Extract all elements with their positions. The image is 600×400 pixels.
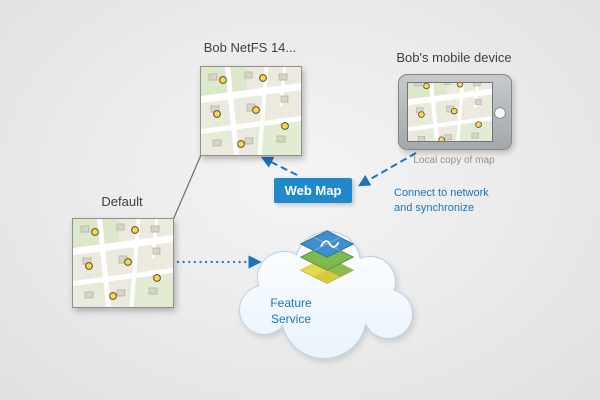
device-caption: Local copy of map (413, 155, 495, 166)
feature-service-label: Feature Service (270, 296, 312, 326)
cloud-icon (239, 231, 413, 359)
feature-service-layers-icon (299, 230, 355, 284)
map-art (201, 67, 301, 155)
device-label: Bob's mobile device (396, 50, 512, 65)
device-map-screen (407, 82, 493, 142)
web-map-node: Web Map (274, 178, 352, 203)
default-map-thumbnail (72, 218, 174, 308)
netfs-version-label: Bob NetFS 14... (203, 40, 297, 55)
web-map-label: Web Map (284, 183, 342, 198)
default-version-label: Default (101, 194, 143, 209)
netfs-map-thumbnail (200, 66, 302, 156)
sync-note: Connect to network and synchronize (394, 187, 489, 214)
map-art (408, 83, 492, 141)
map-art (73, 219, 173, 307)
webmap-to-netfs-arrow (260, 156, 298, 176)
mobile-device-tablet-icon (398, 74, 512, 150)
home-button-icon (494, 107, 506, 119)
version-branch-line (172, 154, 202, 221)
